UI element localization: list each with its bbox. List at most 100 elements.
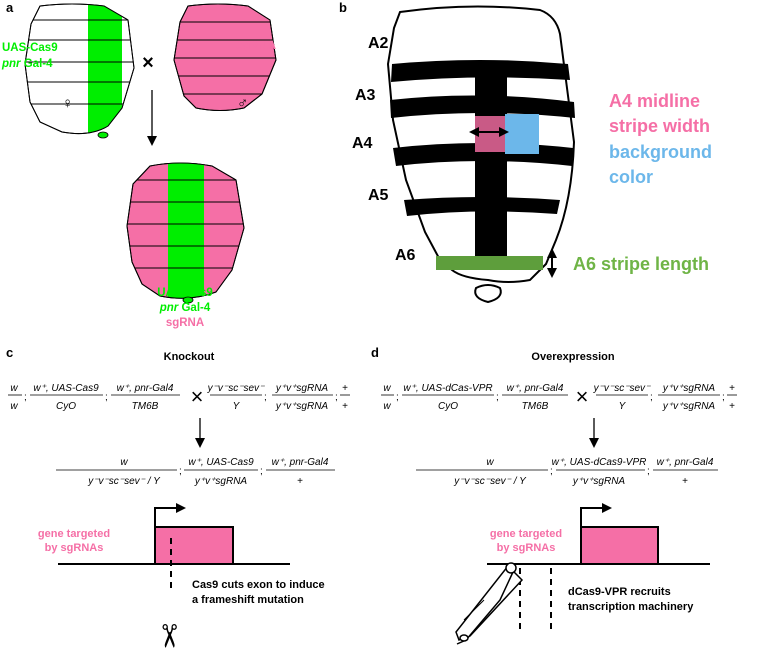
genotype-fraction: y⁺v⁺sgRNA	[194, 476, 248, 487]
svg-text:;: ;	[264, 392, 267, 403]
left-genotype-line1: UAS-Cas9	[2, 42, 58, 54]
genotype-fraction: w⁺, pnr-Gal4	[657, 457, 714, 468]
genotype-fraction: w	[383, 401, 391, 412]
gene-label-line2: by sgRNAs	[45, 542, 104, 554]
panel-c-label: c	[6, 345, 13, 360]
scissors-icon: ✂	[151, 623, 187, 650]
genotype-fraction: +	[342, 383, 348, 394]
genotype-fraction: y⁻v⁻sc⁻sev⁻	[207, 383, 265, 394]
knockout-title: Knockout	[164, 351, 215, 363]
genotype-fraction: w	[486, 457, 494, 468]
svg-text:;: ;	[396, 392, 399, 403]
vpr-note-line1: dCas9-VPR recruits	[568, 586, 671, 598]
genotype-fraction: y⁺v⁺sgRNA	[275, 401, 329, 412]
progeny-abdomen	[126, 162, 245, 304]
genotype-fraction: w⁺, UAS-Cas9	[33, 383, 99, 394]
svg-text:;: ;	[650, 392, 653, 403]
gene-diagram: gene targeted by sgRNAs Cas9 cuts exon t…	[38, 503, 325, 650]
genotype-fraction: Y	[619, 401, 627, 412]
background-color-label-line2: color	[609, 167, 653, 187]
midline-stripe	[475, 72, 507, 260]
left-genotype-line2: pnr Gal-4	[1, 58, 53, 70]
vpr-note-line2: transcription machinery	[568, 601, 694, 613]
male-symbol: ♂	[237, 95, 248, 112]
midline-width-label-line2: stripe width	[609, 116, 710, 136]
progeny-genotype: w y⁻v⁻sc⁻sev⁻ / Y ; w⁺, UAS-dCas9-VPR y⁺…	[416, 457, 718, 487]
genotype-fraction: y⁺v⁺sgRNA	[662, 401, 716, 412]
a4-midline-highlight	[475, 116, 505, 152]
genotype-fraction: y⁻v⁻sc⁻sev⁻	[593, 383, 651, 394]
exon-box	[580, 526, 659, 565]
panel-a: a UAS-Cas9 pnr Gal-4 × sgRN	[1, 0, 277, 329]
progeny-genotype-line3: sgRNA	[166, 317, 204, 329]
genotype-fraction: w⁺, pnr-Gal4	[272, 457, 329, 468]
genotype-fraction: TM6B	[132, 401, 159, 412]
svg-text:;: ;	[722, 392, 725, 403]
genotype-fraction: +	[297, 476, 303, 487]
panel-d-label: d	[371, 345, 379, 360]
panel-b: b A2 A3 A4 A5 A6 A4 midline stripe width…	[339, 0, 712, 304]
segment-label-a6: A6	[395, 247, 416, 264]
svg-text:;: ;	[550, 466, 553, 477]
genotype-fraction: y⁺v⁺sgRNA	[275, 383, 329, 394]
svg-text:;: ;	[335, 392, 338, 403]
panel-d: d Overexpression w w ; w⁺, UAS-dCas-VPR …	[371, 345, 737, 645]
midline-width-label-line1: A4 midline	[609, 91, 700, 111]
promoter-arrow	[580, 503, 612, 527]
progeny-genotype-line2: pnr Gal-4	[159, 302, 211, 314]
genotype-fraction: +	[342, 401, 348, 412]
genotype-fraction: w	[10, 383, 18, 394]
panel-b-label: b	[339, 0, 347, 15]
genotype-fraction: y⁻v⁻sc⁻sev⁻ / Y	[87, 476, 161, 487]
genotype-fraction: w⁺, UAS-Cas9	[188, 457, 254, 468]
gene-label-line1: gene targeted	[38, 528, 110, 540]
parental-cross: w w ; w⁺, UAS-dCas-VPR CyO ; w⁺, pnr-Gal…	[381, 383, 737, 412]
cas9-note-line2: a frameshift mutation	[192, 594, 304, 606]
genotype-fraction: Y	[233, 401, 241, 412]
svg-text:;: ;	[647, 466, 650, 477]
abdomen-tip	[474, 284, 502, 304]
a6-stripe-length-label: A6 stripe length	[573, 254, 709, 274]
genotype-fraction: w⁺, pnr-Gal4	[117, 383, 174, 394]
genotype-fraction: w	[120, 457, 128, 468]
progeny-genotype-line1: UAS-Cas9	[157, 287, 213, 299]
gene-label-line2: by sgRNAs	[497, 542, 556, 554]
svg-text:;: ;	[260, 466, 263, 477]
cross-symbol: ×	[576, 384, 589, 409]
progeny-genotype: w y⁻v⁻sc⁻sev⁻ / Y ; w⁺, UAS-Cas9 y⁺v⁺sgR…	[56, 457, 335, 487]
background-color-label-line1: background	[609, 142, 712, 162]
panel-c: c Knockout w w ; w⁺, UAS-Cas9 CyO ; w⁺, …	[6, 345, 350, 649]
svg-text:;: ;	[496, 392, 499, 403]
genotype-fraction: w⁺, pnr-Gal4	[507, 383, 564, 394]
progeny-green-stripe	[168, 163, 204, 299]
left-abdomen	[24, 3, 135, 139]
panel-a-label: a	[6, 0, 14, 15]
genotype-fraction: CyO	[438, 401, 458, 412]
genotype-fraction: TM6B	[522, 401, 549, 412]
genotype-fraction: y⁺v⁺sgRNA	[662, 383, 716, 394]
parental-cross: w w ; w⁺, UAS-Cas9 CyO ; w⁺, pnr-Gal4 TM…	[8, 383, 350, 412]
locking-pliers-icon	[455, 562, 524, 645]
segment-label-a3: A3	[355, 87, 376, 104]
a6-stripe-highlight	[436, 256, 543, 270]
overexpression-title: Overexpression	[531, 351, 614, 363]
cross-symbol: ×	[191, 384, 204, 409]
gene-diagram: gene targeted by sgRNAs dCas9-VPR recrui…	[455, 503, 710, 645]
cross-symbol: ×	[142, 52, 154, 74]
svg-text:;: ;	[179, 466, 182, 477]
right-abdomen	[173, 3, 277, 111]
segment-label-a4: A4	[352, 135, 373, 152]
genotype-fraction: w⁺, UAS-dCas-VPR	[403, 383, 492, 394]
genotype-fraction: CyO	[56, 401, 76, 412]
genotype-fraction: y⁻v⁻sc⁻sev⁻ / Y	[453, 476, 527, 487]
svg-text:;: ;	[24, 392, 27, 403]
genotype-fraction: y⁺v⁺sgRNA	[572, 476, 626, 487]
gene-label-line1: gene targeted	[490, 528, 562, 540]
green-midline-stripe	[88, 4, 122, 134]
female-symbol: ♀	[62, 95, 73, 112]
genotype-fraction: w	[10, 401, 18, 412]
background-highlight	[505, 114, 539, 154]
genotype-fraction: +	[729, 401, 735, 412]
genotype-fraction: +	[682, 476, 688, 487]
